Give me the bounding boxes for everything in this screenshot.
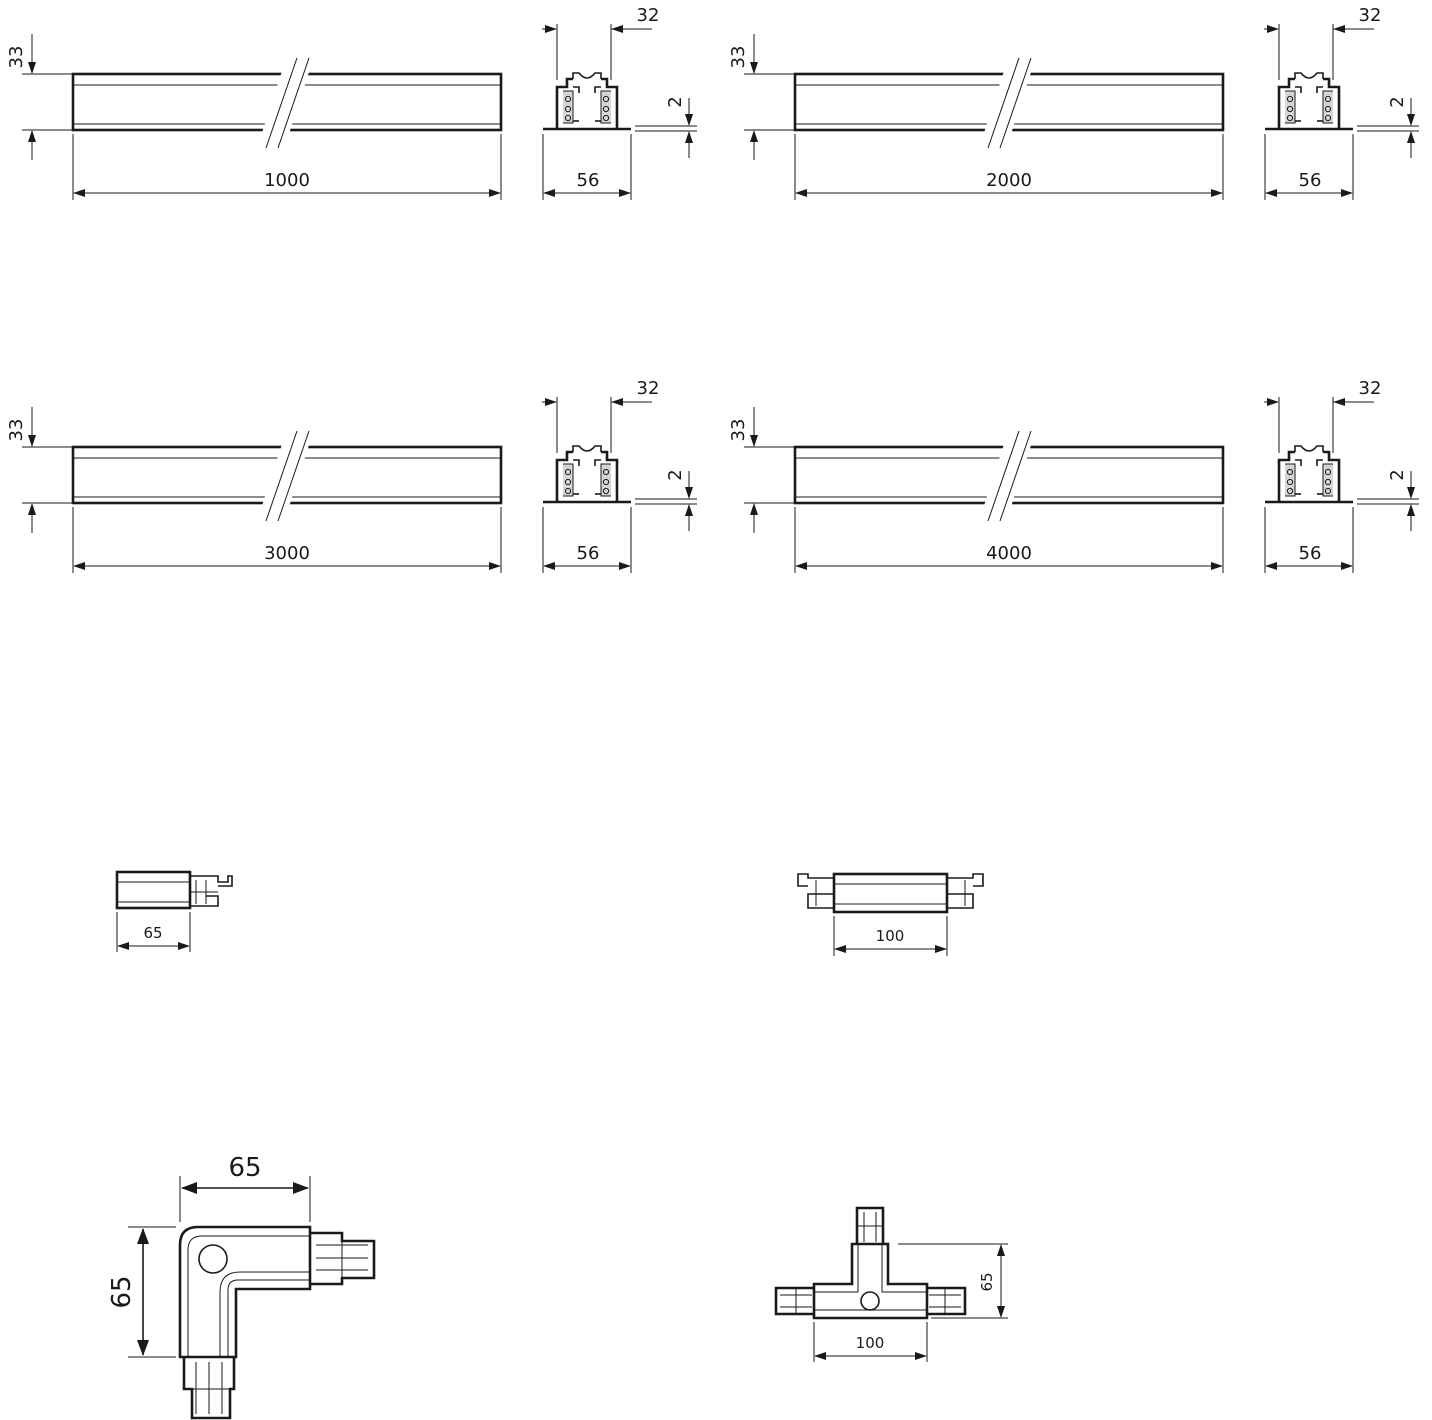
length-label: 4000 bbox=[986, 543, 1032, 564]
l-connector bbox=[178, 1225, 376, 1420]
track-cross-section bbox=[1263, 444, 1355, 504]
height-dimension: 33 bbox=[728, 34, 794, 160]
top-width-label: 32 bbox=[637, 5, 660, 26]
flange-label: 2 bbox=[1387, 96, 1408, 107]
end-feed-length-dimension: 65 bbox=[116, 912, 191, 952]
l-connector-height-dimension: 65 bbox=[107, 1226, 176, 1358]
track-side-view bbox=[793, 57, 1225, 150]
top-width-label: 32 bbox=[1359, 378, 1382, 399]
base-width-label: 56 bbox=[1299, 170, 1322, 191]
track-block-2000: 33 2000 32 56 bbox=[728, 5, 1419, 200]
base-width-dimension: 56 bbox=[542, 507, 632, 573]
flange-dimension: 2 bbox=[635, 96, 697, 158]
l-connector-width-label: 65 bbox=[228, 1153, 261, 1183]
flange-label: 2 bbox=[1387, 469, 1408, 480]
top-width-dimension: 32 bbox=[1264, 378, 1381, 453]
height-label: 33 bbox=[6, 46, 27, 69]
base-width-dimension: 56 bbox=[542, 134, 632, 200]
height-label: 33 bbox=[6, 419, 27, 442]
track-side-view bbox=[71, 57, 503, 150]
end-feed-length-label: 65 bbox=[143, 924, 162, 942]
straight-connector bbox=[797, 872, 984, 914]
track-side-view bbox=[793, 430, 1225, 523]
height-dimension: 33 bbox=[728, 407, 794, 533]
l-connector-screw bbox=[198, 1244, 228, 1274]
t-connector-length-label: 100 bbox=[856, 1334, 885, 1352]
base-width-dimension: 56 bbox=[1264, 507, 1354, 573]
t-connector-height-dimension: 65 bbox=[898, 1243, 1008, 1319]
length-dimension: 2000 bbox=[794, 134, 1224, 200]
track-block-3000: 33 3000 32 56 bbox=[6, 378, 697, 573]
t-connector-screw bbox=[860, 1291, 880, 1311]
top-width-label: 32 bbox=[1359, 5, 1382, 26]
top-width-dimension: 32 bbox=[1264, 5, 1381, 80]
length-label: 1000 bbox=[264, 170, 310, 191]
flange-dimension: 2 bbox=[635, 469, 697, 531]
flange-label: 2 bbox=[665, 96, 686, 107]
t-connector-height-label: 65 bbox=[978, 1272, 996, 1291]
flange-dimension: 2 bbox=[1357, 469, 1419, 531]
base-width-label: 56 bbox=[577, 543, 600, 564]
track-side-view bbox=[71, 430, 503, 523]
base-width-label: 56 bbox=[1299, 543, 1322, 564]
l-connector-height-label: 65 bbox=[107, 1275, 137, 1308]
track-block-4000: 33 4000 32 56 bbox=[728, 378, 1419, 573]
length-dimension: 4000 bbox=[794, 507, 1224, 573]
height-dimension: 33 bbox=[6, 34, 72, 160]
end-feed bbox=[115, 870, 233, 910]
t-connector bbox=[774, 1206, 967, 1320]
height-dimension: 33 bbox=[6, 407, 72, 533]
straight-connector-length-dimension: 100 bbox=[833, 916, 948, 956]
top-width-dimension: 32 bbox=[542, 378, 659, 453]
top-width-dimension: 32 bbox=[542, 5, 659, 80]
length-dimension: 1000 bbox=[72, 134, 502, 200]
track-cross-section bbox=[541, 444, 633, 504]
track-cross-section bbox=[1263, 71, 1355, 131]
length-dimension: 3000 bbox=[72, 507, 502, 573]
height-label: 33 bbox=[728, 419, 749, 442]
flange-dimension: 2 bbox=[1357, 96, 1419, 158]
track-block-1000: 33 1000 32 56 bbox=[6, 5, 697, 200]
length-label: 2000 bbox=[986, 170, 1032, 191]
track-cross-section bbox=[541, 71, 633, 131]
straight-connector-length-label: 100 bbox=[876, 927, 905, 945]
base-width-label: 56 bbox=[577, 170, 600, 191]
l-connector-width-dimension: 65 bbox=[179, 1153, 311, 1222]
length-label: 3000 bbox=[264, 543, 310, 564]
t-connector-length-dimension: 100 bbox=[813, 1322, 928, 1362]
top-width-label: 32 bbox=[637, 378, 660, 399]
height-label: 33 bbox=[728, 46, 749, 69]
base-width-dimension: 56 bbox=[1264, 134, 1354, 200]
flange-label: 2 bbox=[665, 469, 686, 480]
